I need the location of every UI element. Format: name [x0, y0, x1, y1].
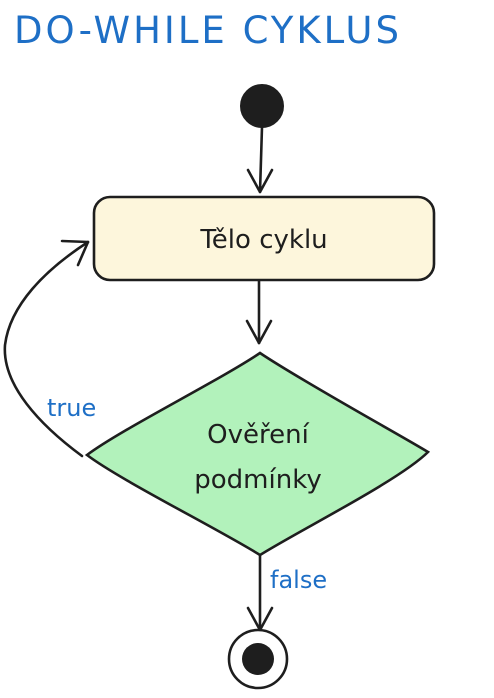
- arrow-false-to-end: [246, 554, 274, 632]
- arrow-body-to-condition: [245, 279, 273, 345]
- diagram-title: DO-WHILE CYKLUS: [14, 9, 402, 52]
- start-node: [240, 84, 284, 128]
- condition-diamond: [84, 351, 431, 557]
- loop-body-box: [92, 195, 436, 282]
- loop-body-label: Tělo cyklu: [199, 225, 327, 255]
- true-edge-label: true: [47, 394, 96, 422]
- arrow-true-loop-back: [3, 239, 90, 458]
- condition-label-line1: Ověření: [207, 420, 309, 450]
- end-node: [227, 628, 289, 690]
- false-edge-label: false: [270, 566, 327, 594]
- condition-label-line2: podmínky: [194, 465, 321, 495]
- arrow-start-to-body: [246, 125, 274, 194]
